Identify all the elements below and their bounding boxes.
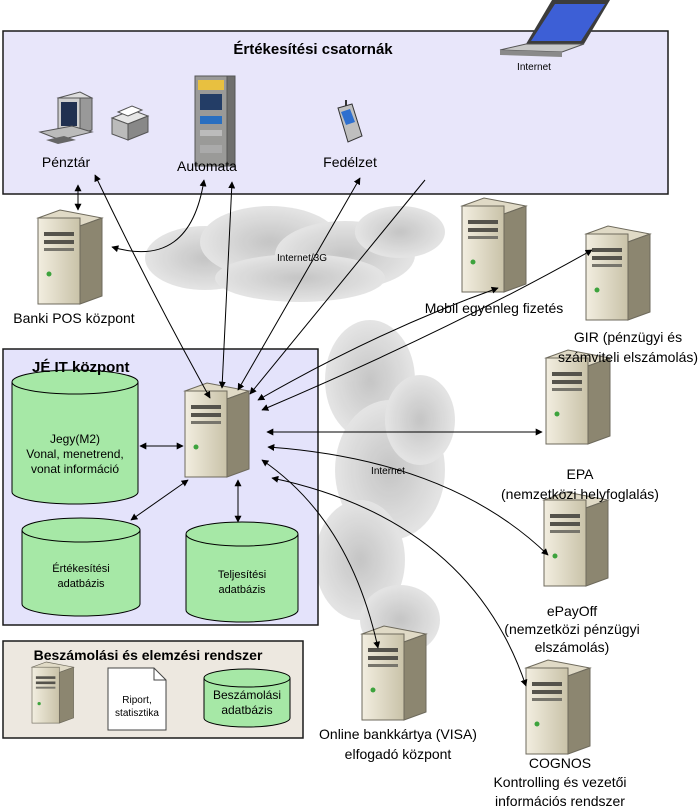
visa-line-2: elfogadó központ <box>344 746 452 762</box>
pc-icon <box>38 91 94 144</box>
penztar-label: Pénztár <box>41 154 91 170</box>
cognos-server-icon <box>525 659 591 755</box>
db-besz-line-1: Beszámolási <box>212 688 282 702</box>
cognos-line-2: Kontrolling és vezetői <box>493 774 627 790</box>
db-jegy-line-1: Jegy(M2) <box>49 432 100 446</box>
internet-laptop-label: Internet <box>517 62 551 73</box>
report-document-icon <box>107 667 167 731</box>
db-ertekesitesi <box>21 517 141 617</box>
gir-label: GIR (pénzügyi és számviteli elszámolás) <box>558 327 698 367</box>
mobil-payment-server-icon <box>461 197 527 293</box>
cognos-line-1: COGNOS <box>528 755 592 771</box>
db-teljesitesi-label: Teljesítési adatbázis <box>218 568 266 598</box>
ticket-machine-icon <box>194 75 236 167</box>
banki-pos-label: Banki POS központ <box>13 310 135 326</box>
reporting-title: Beszámolási és elemzési rendszer <box>33 647 263 663</box>
internet-3g-label: Internet/3G <box>276 253 328 264</box>
mobil-label: Mobil egyenleg fizetés <box>424 300 564 316</box>
epayoff-server-icon <box>543 491 609 587</box>
db-jegy-line-3: vonat információ <box>30 462 120 476</box>
internet-cloud-middle <box>315 320 455 655</box>
reporting-server-icon <box>31 661 74 724</box>
je-it-title: JÉ IT központ <box>32 359 130 376</box>
sales-channels-box <box>2 30 669 195</box>
sales-channels-title: Értékesítési csatornák <box>233 41 393 58</box>
gir-server-icon <box>585 225 651 321</box>
mobile-phone-icon <box>337 100 363 143</box>
db-besz-line-2: adatbázis <box>221 703 273 717</box>
visa-label: Online bankkártya (VISA) elfogadó közpon… <box>319 724 477 764</box>
central-server-icon <box>184 382 250 478</box>
internet-middle-label: Internet <box>371 466 405 477</box>
epa-label: EPA (nemzetközi helyfoglalás) <box>501 464 659 504</box>
fedelzet-label: Fedélzet <box>323 154 377 170</box>
epa-line-2: (nemzetközi helyfoglalás) <box>501 486 659 502</box>
cognos-line-3: információs rendszer <box>495 793 625 809</box>
report-doc-line-2: statisztika <box>115 708 159 719</box>
db-beszamolasi-label: Beszámolási adatbázis <box>213 688 281 718</box>
db-beszamolasi <box>203 668 291 728</box>
db-jegy-line-2: Vonal, menetrend, <box>26 447 124 461</box>
db-ertek-line-1: Értékesítési <box>52 563 110 575</box>
cognos-label: COGNOS Kontrolling és vezetői információ… <box>493 754 626 811</box>
gir-label-line-1: GIR (pénzügyi és <box>573 329 683 345</box>
db-ertek-line-2: adatbázis <box>57 578 105 590</box>
report-doc-line-1: Riport, <box>122 695 152 706</box>
epayoff-line-2: (nemzetközi pénzügyi <box>504 621 640 637</box>
visa-line-1: Online bankkártya (VISA) <box>319 726 477 742</box>
connection-arrows <box>74 174 593 687</box>
visa-server-icon <box>361 625 427 721</box>
epayoff-line-3: elszámolás) <box>534 639 610 655</box>
db-telj-line-1: Teljesítési <box>217 569 267 581</box>
gir-label-line-2: számviteli elszámolás) <box>557 349 699 365</box>
db-telj-line-2: adatbázis <box>218 584 266 596</box>
db-jegy-label: Jegy(M2) Vonal, menetrend, vonat informá… <box>26 432 123 477</box>
epa-line-1: EPA <box>566 466 594 482</box>
automata-label: Automata <box>177 158 237 174</box>
db-ertekesitesi-label: Értékesítési adatbázis <box>52 562 109 592</box>
printer-icon <box>110 105 150 141</box>
epayoff-label: ePayOff (nemzetközi pénzügyi elszámolás) <box>504 602 639 656</box>
epayoff-line-1: ePayOff <box>546 603 598 619</box>
banki-pos-server-icon <box>37 209 103 305</box>
report-doc-label: Riport, statisztika <box>115 694 159 720</box>
laptop-icon <box>499 0 610 57</box>
